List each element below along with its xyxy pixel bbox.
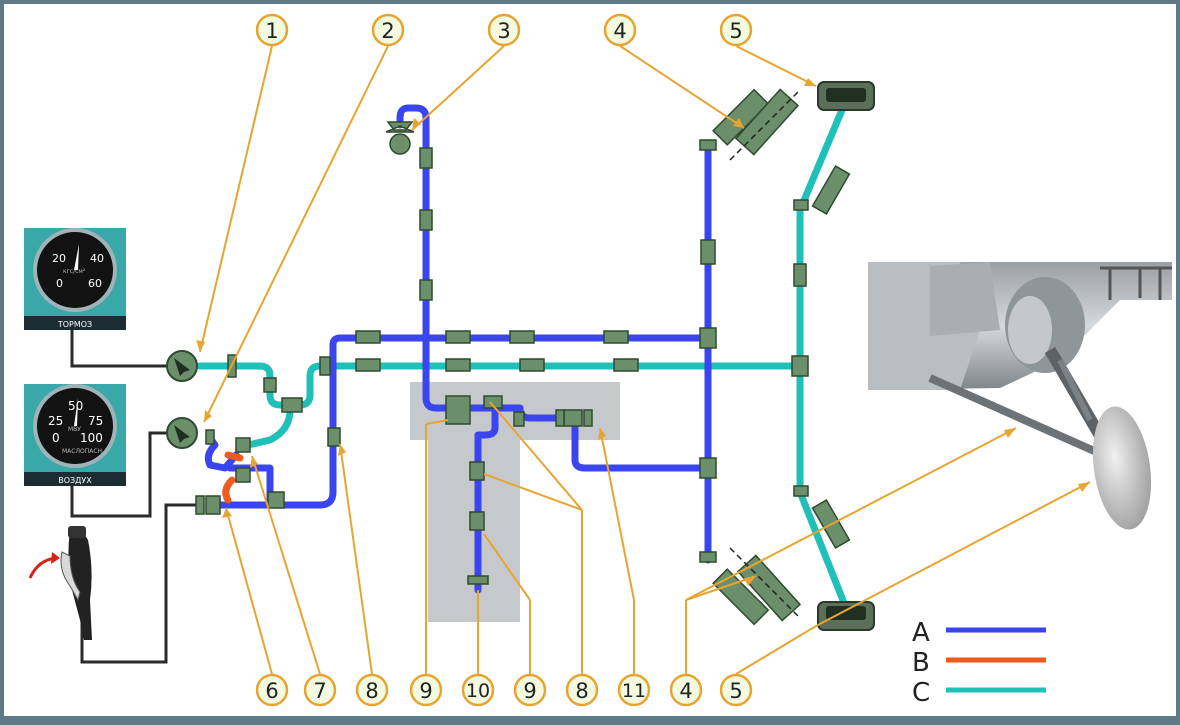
gauge-air-tick-25: 25 (48, 414, 63, 428)
callout-5: 5 (721, 15, 751, 45)
callout-2-label: 2 (381, 19, 394, 43)
gauge-air-tick-0: 0 (52, 431, 60, 445)
gauge-air-tick-50: 50 (68, 399, 83, 413)
callout-4-label: 4 (613, 19, 626, 43)
callout-9-label: 9 (419, 679, 432, 703)
gauge-brakes: 20 40 0 60 кгс/см² ТОРМОЗ (24, 228, 126, 330)
callout-3: 3 (489, 15, 519, 45)
gauge-air-tick-75: 75 (88, 414, 103, 428)
callout-2: 2 (373, 15, 403, 45)
legend-b-label: B (912, 648, 930, 678)
callout-4: 4 (605, 15, 635, 45)
reducer-valve-1 (167, 351, 197, 381)
gauge-air: 50 25 75 0 100 МВУ МАСЛОПАСН ВОЗДУХ (24, 384, 126, 486)
legend-c-label: C (912, 678, 930, 708)
callout-8b-label: 8 (575, 679, 588, 703)
callout-4b-label: 4 (679, 679, 692, 703)
gauge-air-caption: МАСЛОПАСН (62, 448, 102, 455)
gauge-air-unit: МВУ (68, 426, 81, 433)
callout-5-label: 5 (729, 19, 742, 43)
callout-8-label: 8 (365, 679, 378, 703)
callout-1: 1 (257, 15, 287, 45)
callout-11-label: 11 (622, 680, 646, 702)
gauge-air-label: ВОЗДУХ (58, 476, 92, 485)
gauge-brakes-tick-60: 60 (88, 277, 102, 290)
callout-1-label: 1 (265, 19, 278, 43)
legend-a-label: A (912, 618, 930, 648)
brake-pad-upper-core (826, 88, 866, 102)
callout-3-label: 3 (497, 19, 510, 43)
callout-6-label: 6 (265, 679, 278, 703)
reducer-valve-2 (167, 418, 197, 448)
callout-10-label: 10 (466, 680, 490, 702)
gauge-brakes-label: ТОРМОЗ (57, 320, 92, 329)
gauge-brakes-tick-40: 40 (90, 252, 104, 265)
callout-9b-label: 9 (523, 679, 536, 703)
gauge-air-tick-100: 100 (80, 431, 103, 445)
callout-7-label: 7 (313, 679, 326, 703)
gauge-brakes-tick-0: 0 (56, 277, 63, 290)
gauge-brakes-tick-20: 20 (52, 252, 66, 265)
callout-5b-label: 5 (729, 679, 742, 703)
